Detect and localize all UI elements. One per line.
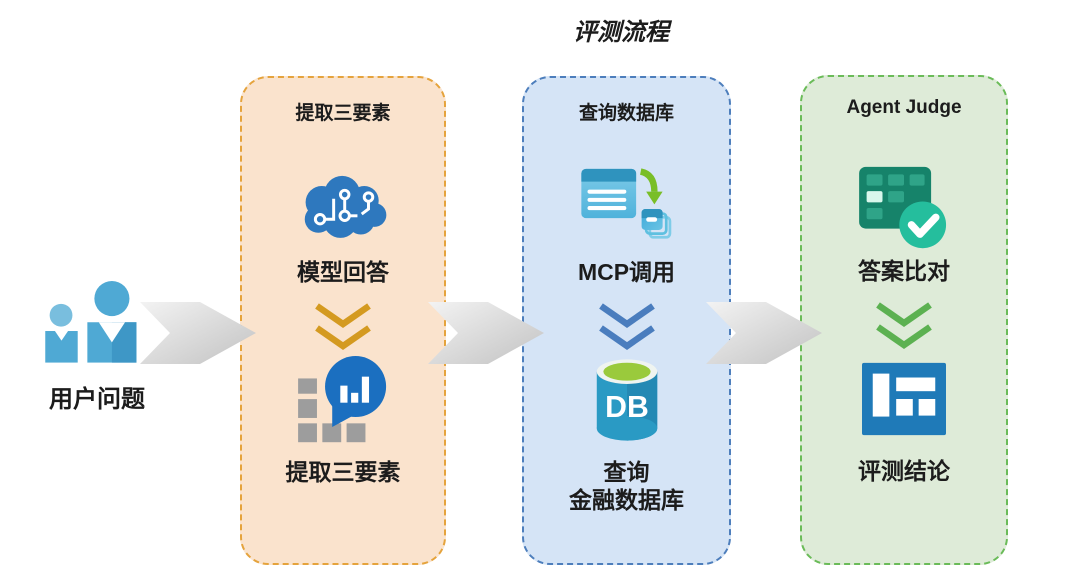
flow-arrow-icon xyxy=(706,302,822,364)
chart-bubble-icon xyxy=(298,356,387,443)
query-financial-db-label: 查询 金融数据库 xyxy=(569,459,684,514)
table-check-icon xyxy=(859,166,947,249)
dashboard-icon xyxy=(862,362,946,436)
stage-extract-header: 提取三要素 xyxy=(295,103,391,124)
brain-circuit-icon xyxy=(304,175,387,238)
chevron-down-icon xyxy=(598,303,655,350)
flow-arrow-icon xyxy=(428,302,544,364)
model-answer-icon-slot xyxy=(242,164,444,254)
db-icon-text: DB xyxy=(605,391,649,424)
mcp-call-label: MCP调用 xyxy=(577,259,676,285)
extract-label: 提取三要素 xyxy=(285,459,401,485)
conclusion-icon-slot xyxy=(802,353,1006,445)
diagram-title: 评测流程 xyxy=(573,19,669,46)
chevron-down-icon xyxy=(876,302,932,349)
users-icon xyxy=(45,281,137,363)
stage-query-db-panel: 查询数据库 MCP调用 xyxy=(522,76,731,565)
user-question-group: 用户问题 xyxy=(36,280,158,414)
extract-icon-slot xyxy=(242,354,444,446)
answer-compare-label: 答案比对 xyxy=(858,258,950,284)
stage-extract-panel: 提取三要素 xyxy=(240,76,446,565)
stage-query-db-header: 查询数据库 xyxy=(578,103,674,124)
mcp-call-icon xyxy=(580,168,671,239)
conclusion-label: 评测结论 xyxy=(858,458,950,484)
stage-agent-judge-panel: Agent Judge 答案比对 xyxy=(800,75,1008,565)
mcp-call-icon-slot xyxy=(524,164,729,254)
answer-compare-icon-slot xyxy=(802,163,1006,253)
database-icon: DB xyxy=(596,359,657,441)
stage-agent-judge-header: Agent Judge xyxy=(846,97,962,118)
user-question-label: 用户问题 xyxy=(49,386,145,413)
chevron-down-icon xyxy=(315,303,371,350)
flow-arrow-icon xyxy=(140,302,256,364)
model-answer-label: 模型回答 xyxy=(297,259,389,285)
database-icon-slot: DB xyxy=(524,354,729,446)
